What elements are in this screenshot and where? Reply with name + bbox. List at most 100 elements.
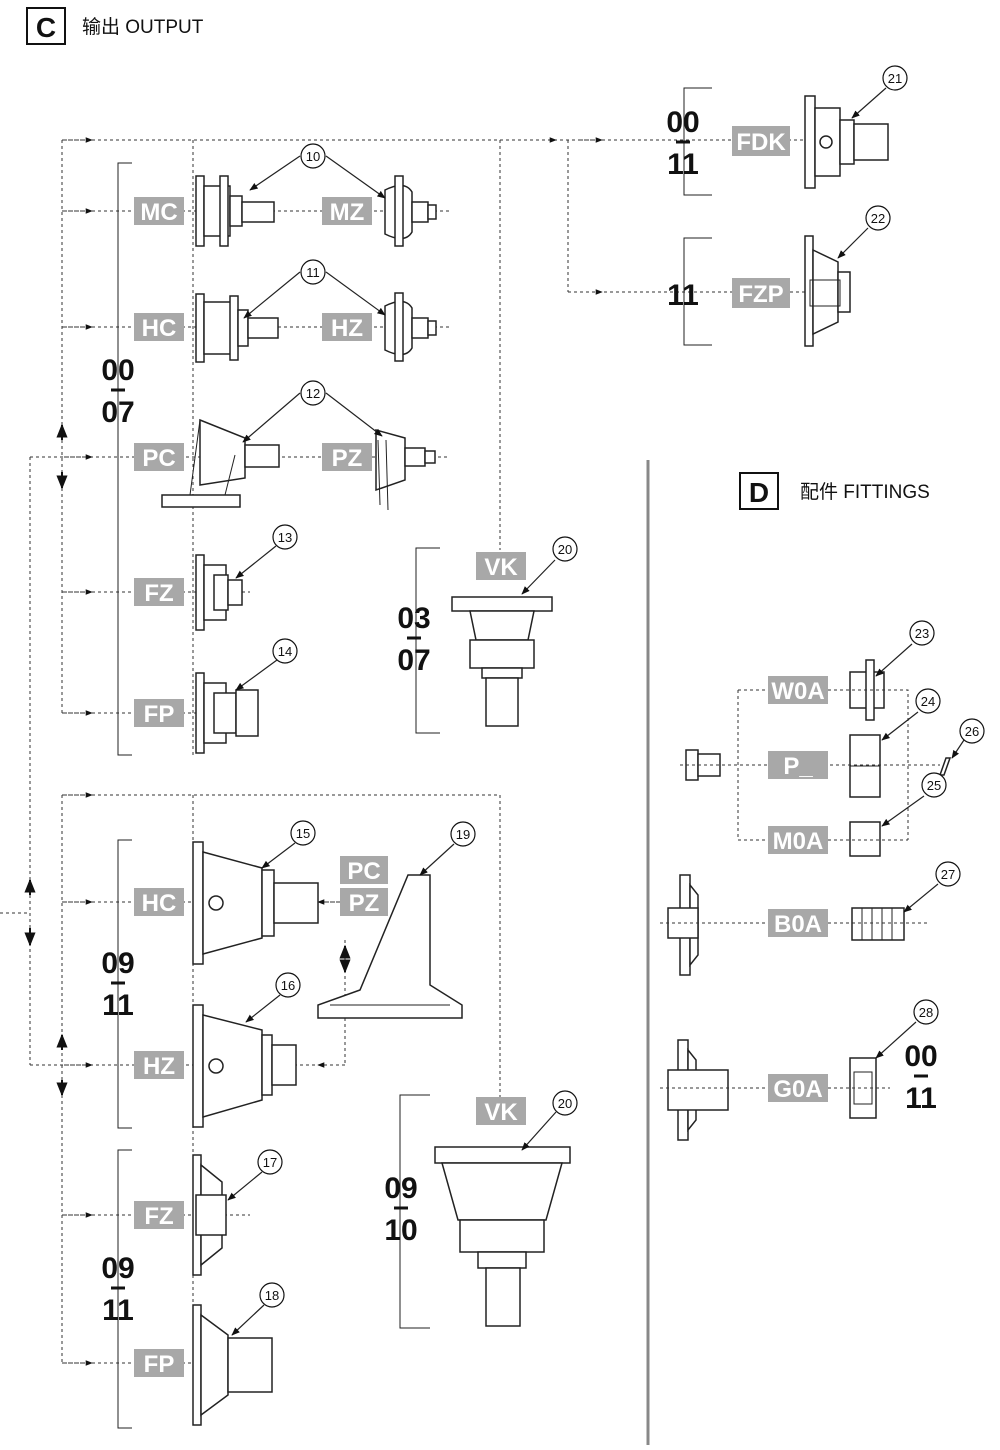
svg-text:25: 25 <box>927 778 941 793</box>
svg-text:PZ: PZ <box>332 445 363 472</box>
label-m0a: M0A <box>768 826 828 855</box>
svg-text:09: 09 <box>101 1252 134 1285</box>
label-hc: HC <box>134 313 184 342</box>
svg-text:22: 22 <box>871 211 885 226</box>
svg-text:11: 11 <box>102 989 134 1022</box>
part-fitting-g0a-flange <box>667 1039 729 1141</box>
svg-text:11: 11 <box>905 1082 937 1115</box>
svg-text:16: 16 <box>281 978 295 993</box>
callout-27: 27 <box>935 861 961 887</box>
callout-14: 14 <box>272 638 298 664</box>
label-fp-lower: FP <box>134 1349 184 1378</box>
label-pc-lower: PC <box>340 856 388 885</box>
section-d-title: 配件 FITTINGS <box>800 481 930 503</box>
svg-text:14: 14 <box>278 644 292 659</box>
svg-text:PC: PC <box>142 445 175 472</box>
part-fitting-p-shaft <box>685 749 721 781</box>
svg-text:FP: FP <box>144 701 175 728</box>
part-fdk <box>804 95 889 189</box>
callout-10: 10 <box>300 143 326 169</box>
callout-26: 26 <box>959 718 985 744</box>
svg-text:PC: PC <box>347 858 380 885</box>
part-fitting-b0a-flange <box>667 874 699 976</box>
range-00-11-fittings: 00 11 <box>904 1040 937 1115</box>
callout-25: 25 <box>921 772 947 798</box>
label-pz: PZ <box>322 443 372 472</box>
svg-text:11: 11 <box>667 279 699 312</box>
part-fz2 <box>192 1154 227 1276</box>
svg-text:FZ: FZ <box>144 580 173 607</box>
callout-18: 18 <box>259 1282 285 1308</box>
section-d-header: D 配件 FITTINGS <box>739 472 930 510</box>
svg-text:10: 10 <box>306 149 320 164</box>
svg-text:27: 27 <box>941 867 955 882</box>
label-mc: MC <box>134 197 184 226</box>
part-mz <box>384 175 437 247</box>
callout-15: 15 <box>290 820 316 846</box>
section-c-header: C 输出 OUTPUT <box>26 7 204 45</box>
svg-text:HZ: HZ <box>143 1053 175 1080</box>
callout-13: 13 <box>272 524 298 550</box>
part-vk2 <box>434 1146 571 1327</box>
label-fz: FZ <box>134 578 184 607</box>
section-d-box <box>739 472 779 510</box>
part-pz <box>375 429 436 511</box>
label-fp: FP <box>134 699 184 728</box>
part-vk1 <box>451 596 553 727</box>
callout-28: 28 <box>913 999 939 1025</box>
callout-11: 11 <box>300 259 326 285</box>
part-fitting-26 <box>938 757 952 776</box>
label-vk-lower: VK <box>476 1097 526 1126</box>
svg-text:VK: VK <box>484 1099 518 1126</box>
svg-text:P_: P_ <box>783 753 813 780</box>
svg-text:HC: HC <box>142 315 177 342</box>
svg-text:VK: VK <box>484 554 518 581</box>
part-fitting-27 <box>851 907 905 941</box>
part-fz1 <box>195 554 243 631</box>
svg-text:11: 11 <box>102 1294 134 1327</box>
callouts: 10 11 12 13 14 20 21 22 15 19 16 20 17 1… <box>257 65 985 1308</box>
callout-20b: 20 <box>552 1090 578 1116</box>
callout-22: 22 <box>865 205 891 231</box>
svg-text:21: 21 <box>888 71 902 86</box>
callout-19: 19 <box>450 821 476 847</box>
callout-17: 17 <box>257 1149 283 1175</box>
svg-text:23: 23 <box>915 626 929 641</box>
label-pc: PC <box>134 443 184 472</box>
part-hc <box>195 293 279 363</box>
svg-text:24: 24 <box>921 694 935 709</box>
svg-text:03: 03 <box>397 602 430 635</box>
svg-text:MZ: MZ <box>330 199 365 226</box>
part-mc <box>195 175 275 247</box>
range-00-11-top: 00 11 <box>666 106 699 181</box>
range-11: 11 <box>667 279 699 312</box>
svg-text:B0A: B0A <box>774 911 822 938</box>
svg-text:07: 07 <box>397 644 430 677</box>
svg-text:M0A: M0A <box>773 828 824 855</box>
label-hc-lower: HC <box>134 888 184 917</box>
svg-text:15: 15 <box>296 826 310 841</box>
svg-text:HZ: HZ <box>331 315 363 342</box>
section-c-letter: C <box>36 12 56 43</box>
part-hz <box>384 292 437 362</box>
section-d-letter: D <box>749 477 769 508</box>
svg-text:FP: FP <box>144 1351 175 1378</box>
part-fp2 <box>192 1304 273 1426</box>
section-c-title: 输出 OUTPUT <box>82 16 204 38</box>
label-hz: HZ <box>322 313 372 342</box>
svg-text:12: 12 <box>306 386 320 401</box>
callout-23: 23 <box>909 620 935 646</box>
leader-lines <box>227 87 965 1336</box>
label-b0a: B0A <box>768 909 828 938</box>
range-03-07: 03 07 <box>397 602 430 677</box>
range-09-10: 09 10 <box>384 1172 417 1247</box>
svg-text:00: 00 <box>666 106 699 139</box>
callout-24: 24 <box>915 688 941 714</box>
svg-text:FZ: FZ <box>144 1203 173 1230</box>
svg-text:20: 20 <box>558 1096 572 1111</box>
svg-text:MC: MC <box>140 199 177 226</box>
svg-text:19: 19 <box>456 827 470 842</box>
svg-text:FDK: FDK <box>736 129 786 156</box>
svg-text:FZP: FZP <box>738 281 783 308</box>
